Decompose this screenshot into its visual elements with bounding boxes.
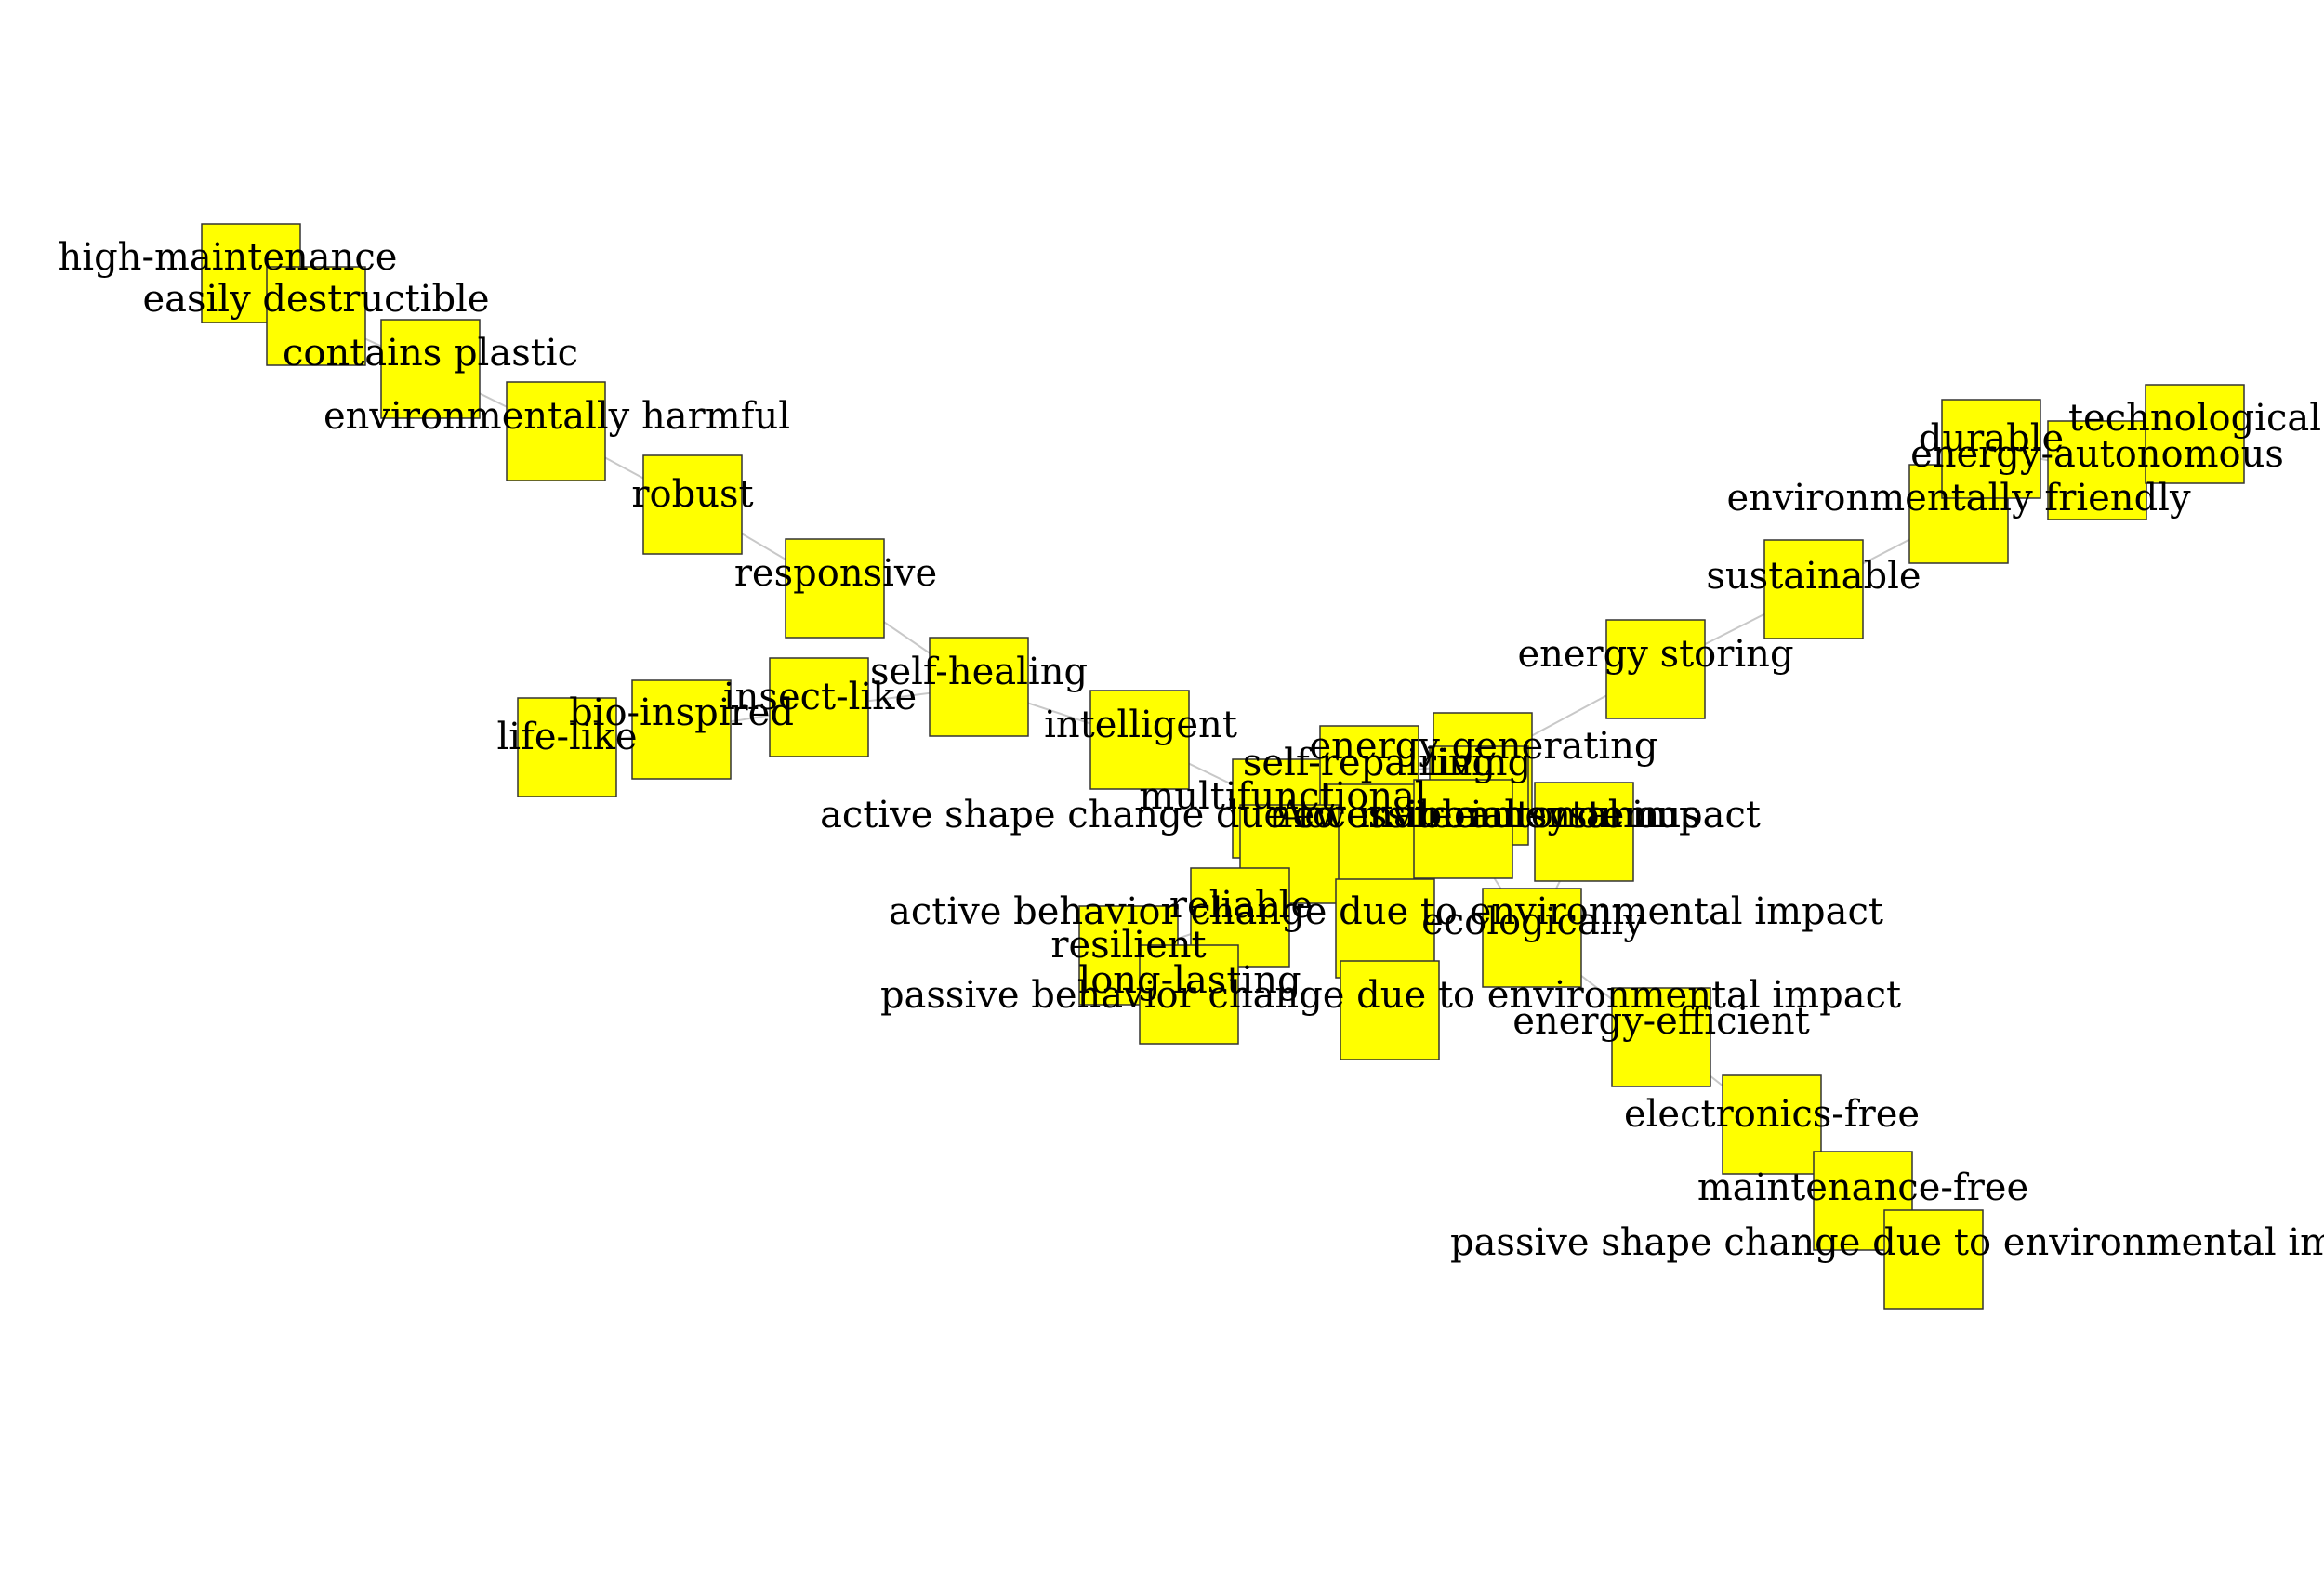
- node-label-contains-plastic: contains plastic: [283, 332, 578, 375]
- node-ecologically[interactable]: [1482, 888, 1582, 988]
- node-label-resilient: resilient: [1050, 924, 1206, 967]
- node-label-environmentally-friendly: environmentally friendly: [1726, 477, 2191, 520]
- node-label-new-material-system: new material system: [1269, 794, 1660, 836]
- node-self-healing[interactable]: [929, 637, 1029, 737]
- node-robust[interactable]: [642, 454, 743, 555]
- node-environmentally-harmful[interactable]: [506, 381, 606, 481]
- node-label-energy-generating: energy generating: [1309, 725, 1657, 768]
- node-label-active-behavior-change: active behavior change due to environmen…: [889, 890, 1883, 933]
- node-long-lasting[interactable]: [1139, 944, 1239, 1045]
- node-label-bio-inspired: bio-inspired: [569, 691, 794, 734]
- node-label-responsive: responsive: [734, 552, 937, 595]
- node-technological[interactable]: [2145, 384, 2245, 484]
- node-label-durable: durable: [1919, 417, 2064, 460]
- node-label-electronics-free: electronics-free: [1624, 1093, 1920, 1136]
- node-label-energy-autonomous: energy-autonomous: [1910, 433, 2284, 476]
- node-label-autonomous: autonomous: [1470, 794, 1700, 836]
- node-label-accessible: Accessible: [1276, 794, 1475, 836]
- node-label-technological: technological: [2068, 397, 2321, 440]
- node-label-passive-behavior-change: passive behavior change due to environme…: [880, 974, 1901, 1017]
- node-label-energy-efficient: energy-efficient: [1512, 1000, 1810, 1043]
- node-electronics-free[interactable]: [1722, 1074, 1822, 1175]
- node-bio-inspired[interactable]: [631, 679, 732, 780]
- node-life-like[interactable]: [517, 697, 617, 797]
- node-label-robust: robust: [631, 473, 753, 516]
- node-label-sustainable: sustainable: [1706, 555, 1921, 598]
- node-label-high-maintenance: high-maintenance: [59, 236, 398, 279]
- node-passive-shape-change[interactable]: [1883, 1209, 1984, 1310]
- node-label-intelligent: intelligent: [1044, 704, 1237, 746]
- node-easily-destructible[interactable]: [266, 266, 366, 366]
- node-label-environmentally-harmful: environmentally harmful: [324, 395, 790, 438]
- node-sustainable[interactable]: [1763, 539, 1864, 639]
- node-label-long-lasting: long-lasting: [1078, 959, 1301, 1002]
- node-label-reliable: reliable: [1169, 884, 1313, 927]
- node-label-active-shape-change: active shape change due to environmental…: [820, 794, 1761, 836]
- node-new-material-system[interactable]: [1413, 779, 1513, 879]
- node-label-multifunctional: multifunctional: [1139, 775, 1426, 818]
- node-label-passive-shape-change: passive shape change due to environmenta…: [1450, 1221, 2324, 1264]
- node-insect-like[interactable]: [769, 657, 869, 757]
- node-label-easily-destructible: easily destructible: [142, 278, 489, 321]
- node-contains-plastic[interactable]: [380, 319, 481, 419]
- node-label-maintenance-free: maintenance-free: [1697, 1166, 2028, 1209]
- node-intelligent[interactable]: [1089, 690, 1190, 790]
- node-responsive[interactable]: [785, 538, 885, 639]
- node-label-self-healing: self-healing: [870, 651, 1088, 693]
- node-energy-storing[interactable]: [1605, 619, 1706, 719]
- node-label-ecologically: ecologically: [1421, 901, 1644, 943]
- node-label-self-repairing: self-repairing: [1243, 742, 1496, 784]
- node-accessible[interactable]: [1327, 783, 1427, 884]
- node-label-insect-like: insect-like: [723, 676, 917, 718]
- node-label-life-like: life-like: [496, 716, 637, 758]
- node-durable[interactable]: [1941, 399, 2041, 499]
- node-label-energy-storing: energy storing: [1517, 633, 1793, 676]
- node-passive-behavior-change[interactable]: [1340, 960, 1440, 1060]
- node-energy-efficient[interactable]: [1611, 987, 1711, 1087]
- node-autonomous[interactable]: [1534, 782, 1634, 882]
- node-label-living: living: [1427, 742, 1531, 784]
- node-layer: [201, 223, 2245, 1310]
